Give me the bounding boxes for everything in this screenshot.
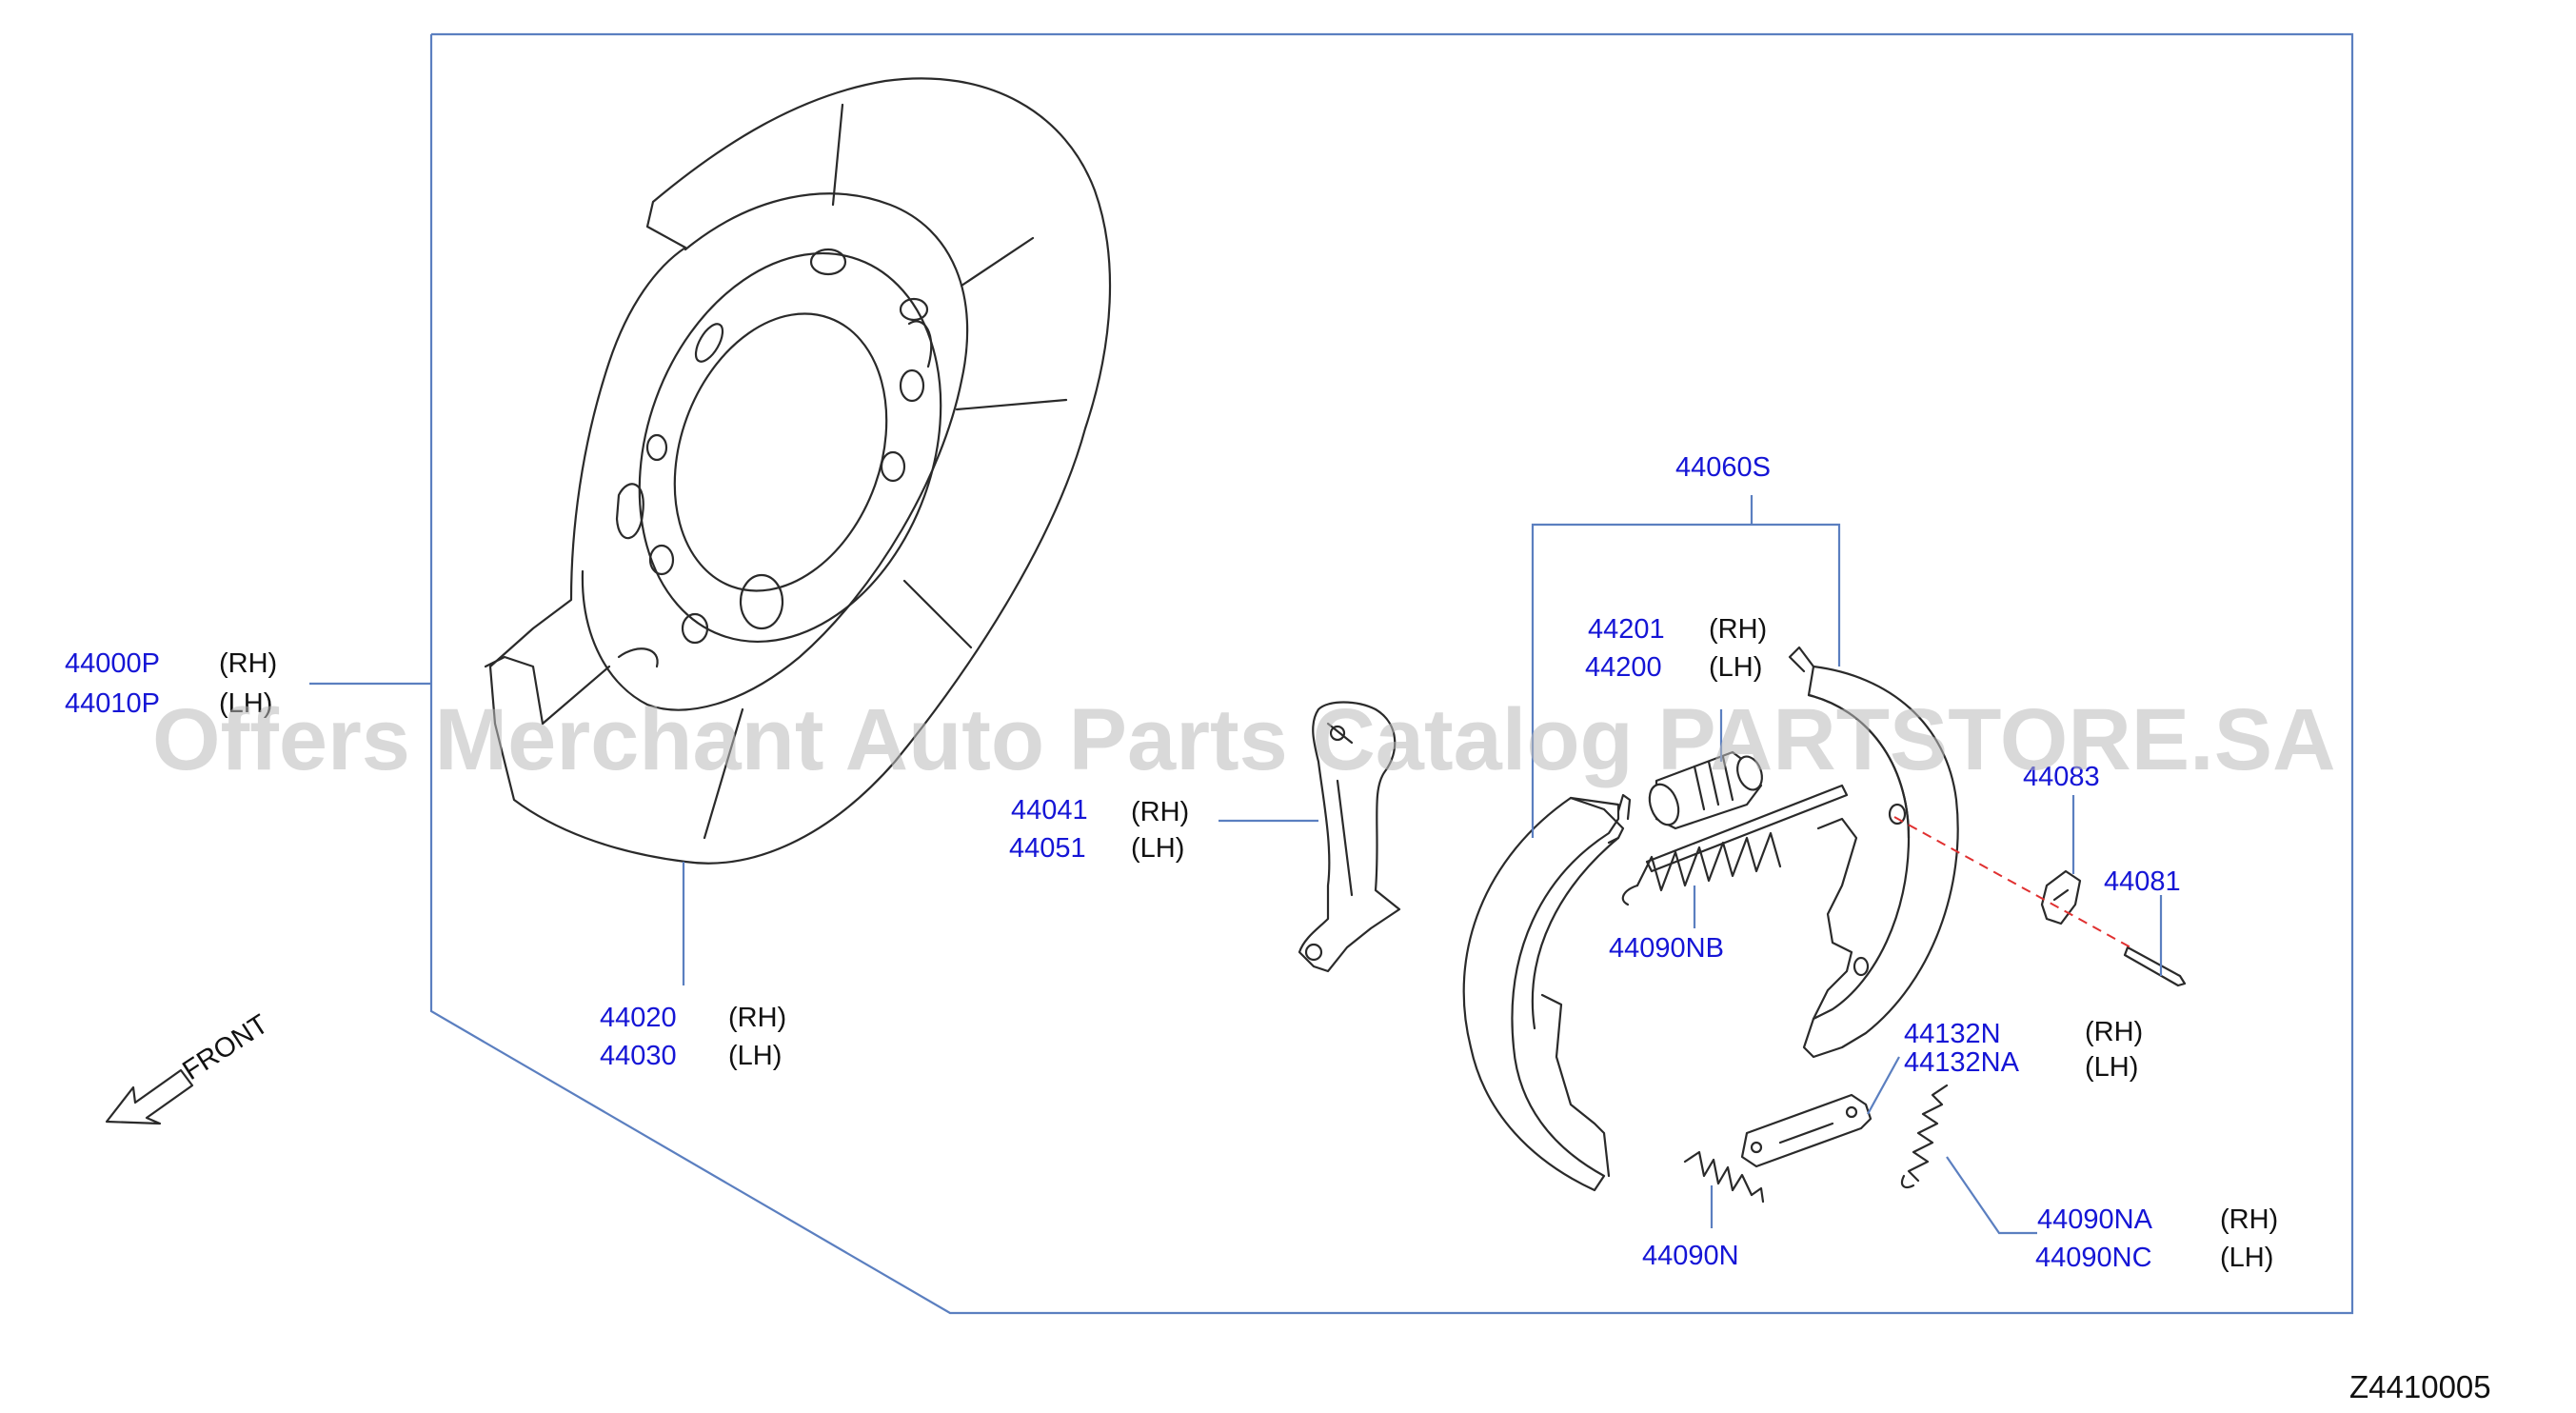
label-44090n[interactable]: 44090N (1642, 1241, 1739, 1271)
backing-plate-drawing (484, 77, 1112, 865)
label-44090nb[interactable]: 44090NB (1609, 933, 1724, 964)
diagram-code: Z4410005 (2349, 1369, 2491, 1404)
label-44081[interactable]: 44081 (2104, 866, 2181, 897)
label-44132n[interactable]: 44132N (1904, 1019, 2001, 1049)
side-lh-44200: (LH) (1709, 652, 1762, 683)
side-lh-44010p: (LH) (219, 688, 272, 719)
side-rh-44000p: (RH) (219, 648, 277, 679)
leader-44132n (1867, 1056, 1900, 1115)
label-44020[interactable]: 44020 (600, 1003, 677, 1033)
label-44030[interactable]: 44030 (600, 1041, 677, 1071)
parking-lever-drawing (1298, 701, 1401, 973)
brake-shoe-rear-drawing (1788, 646, 1959, 1059)
spring-44090n-drawing (1683, 1150, 1765, 1204)
label-44041[interactable]: 44041 (1011, 795, 1088, 826)
side-rh-44132n: (RH) (2085, 1017, 2143, 1047)
label-44083[interactable]: 44083 (2023, 762, 2100, 792)
front-label: FRONT (177, 1008, 273, 1085)
side-rh-44020: (RH) (728, 1003, 786, 1033)
watermark: Offers Merchant Auto Parts Catalog PARTS… (152, 691, 2336, 788)
adjuster-drawing (1645, 750, 1849, 873)
label-44051[interactable]: 44051 (1009, 833, 1086, 864)
label-44090na[interactable]: 44090NA (2037, 1204, 2153, 1235)
leader-44090na (1946, 1156, 2037, 1235)
leader-44060s (1531, 523, 1841, 838)
brake-shoe-front-drawing (1462, 793, 1632, 1192)
label-44201[interactable]: 44201 (1588, 614, 1665, 645)
label-44010p[interactable]: 44010P (65, 688, 160, 719)
label-44090nc[interactable]: 44090NC (2035, 1243, 2152, 1273)
side-lh-44090nc: (LH) (2220, 1243, 2273, 1273)
assembly-frame (429, 32, 2354, 1315)
label-44200[interactable]: 44200 (1585, 652, 1662, 683)
side-rh-44201: (RH) (1709, 614, 1767, 645)
dashed-axis (1893, 816, 2133, 949)
side-lh-44030: (LH) (728, 1041, 782, 1071)
label-44132na[interactable]: 44132NA (1904, 1047, 2020, 1078)
side-lh-44132na: (LH) (2085, 1052, 2138, 1083)
spring-44090nb-drawing (1621, 831, 1782, 906)
side-lh-44051: (LH) (1131, 833, 1184, 864)
side-rh-44090na: (RH) (2220, 1204, 2278, 1235)
label-44060s[interactable]: 44060S (1675, 452, 1771, 483)
spring-44090na-drawing (1900, 1084, 1949, 1189)
clip-and-pin-drawing (1893, 816, 2187, 987)
label-44000p[interactable]: 44000P (65, 648, 160, 679)
front-arrow-icon (105, 1068, 194, 1125)
parking-strut-drawing (1740, 1093, 1873, 1168)
side-rh-44041: (RH) (1131, 797, 1189, 827)
